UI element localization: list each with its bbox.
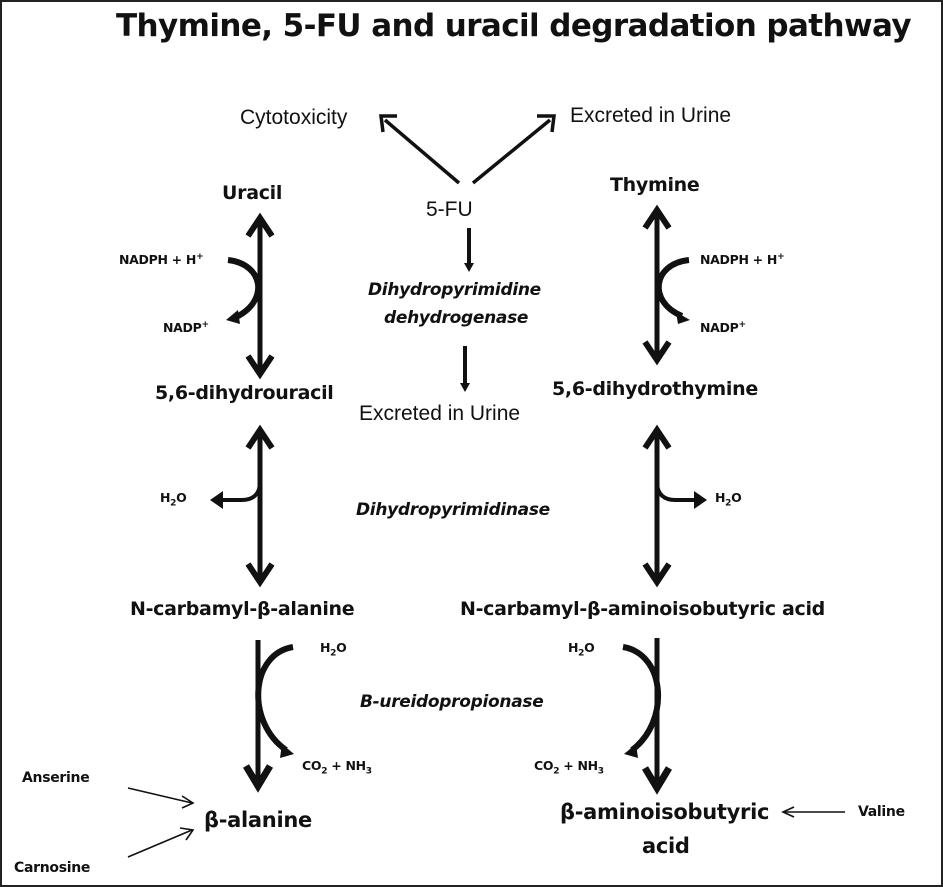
arrow-uracil-dihydrouracil xyxy=(226,212,275,380)
arrow-5fu-down xyxy=(464,228,474,272)
cofactor-text: NADP xyxy=(700,320,739,336)
node-balanine: β-alanine xyxy=(204,808,312,832)
arrow-dihydrothymine-ncarbamyl xyxy=(642,424,707,588)
cofactor-text: NADP xyxy=(163,320,202,336)
enzyme-dihydropyrimidinase: Dihydropyrimidinase xyxy=(356,500,550,520)
formula-part: CO xyxy=(302,758,322,773)
formula-part: H xyxy=(160,490,171,505)
subscript: 2 xyxy=(321,766,328,777)
formula-part: O xyxy=(584,640,595,655)
node-baminoisobutyric-line2: acid xyxy=(642,834,690,858)
formula-part: O xyxy=(336,640,347,655)
arrow-carnosine-to-balanine xyxy=(127,827,195,858)
formula-part: + NH xyxy=(559,758,598,773)
cofactor-text: NADPH + H xyxy=(700,252,778,268)
label-excreted-urine-top: Excreted in Urine xyxy=(570,104,732,127)
cofactor-text: NADPH + H xyxy=(119,252,197,268)
arrow-anserine-to-balanine xyxy=(127,787,195,809)
superscript: + xyxy=(201,320,209,330)
superscript: + xyxy=(738,320,746,330)
formula-part: H xyxy=(715,490,726,505)
node-baminoisobutyric-line1: β-aminoisobutyric xyxy=(560,800,770,824)
cofactor-nadp-uracil: NADP+ xyxy=(163,320,209,335)
node-dihydrouracil: 5,6-dihydrouracil xyxy=(155,382,334,404)
water-thymine-dhp: H2O xyxy=(715,490,742,509)
label-excreted-urine-mid: Excreted in Urine xyxy=(359,402,521,425)
cofactor-nadp-thymine: NADP+ xyxy=(700,320,746,335)
formula-part: O xyxy=(176,490,187,505)
node-ncarbamyl-balanine: N-carbamyl-β-alanine xyxy=(130,598,355,620)
enzyme-dpd-line1: Dihydropyrimidine xyxy=(368,280,541,300)
node-ncarbamyl-baminoisobutyric: N-carbamyl-β-aminoisobutyric acid xyxy=(460,598,825,620)
diagram-title: Thymine, 5-FU and uracil degradation pat… xyxy=(116,8,912,44)
water-uracil-dhp: H2O xyxy=(160,490,187,509)
label-5fu: 5-FU xyxy=(426,198,473,221)
subscript: 2 xyxy=(725,498,732,509)
node-dihydrothymine: 5,6-dihydrothymine xyxy=(552,378,758,400)
arrow-dpd-to-excreted xyxy=(460,346,470,392)
arrow-ncarbamyl-balanine xyxy=(242,640,294,793)
arrow-dihydrouracil-ncarbamyl xyxy=(210,424,275,588)
water-thymine-bup: H2O xyxy=(568,640,595,659)
subscript: 2 xyxy=(578,648,585,659)
arrow-5fu-to-excreted xyxy=(471,114,556,185)
arrow-ncarbamyl-baminoisobutyric xyxy=(622,638,673,795)
water-uracil-bup: H2O xyxy=(320,640,347,659)
cofactor-nadph-thymine: NADPH + H+ xyxy=(700,252,785,268)
formula-part: O xyxy=(731,490,742,505)
input-carnosine: Carnosine xyxy=(14,860,91,876)
products-uracil: CO2 + NH3 xyxy=(302,758,372,777)
arrow-thymine-dihydrothymine xyxy=(642,204,690,366)
formula-part: CO xyxy=(534,758,554,773)
arrow-5fu-to-cytotoxicity xyxy=(379,114,461,185)
formula-part: + NH xyxy=(327,758,366,773)
subscript: 2 xyxy=(553,766,560,777)
superscript: + xyxy=(777,252,785,262)
cofactor-nadph-uracil: NADPH + H+ xyxy=(119,252,204,268)
subscript: 2 xyxy=(170,498,177,509)
node-uracil: Uracil xyxy=(222,182,283,204)
formula-part: H xyxy=(320,640,331,655)
enzyme-b-ureidopropionase: B-ureidopropionase xyxy=(360,692,544,712)
label-cytotoxicity: Cytotoxicity xyxy=(240,106,348,129)
formula-part: H xyxy=(568,640,579,655)
products-thymine: CO2 + NH3 xyxy=(534,758,604,777)
arrow-valine-to-baminoisobutyric xyxy=(781,806,845,818)
input-valine: Valine xyxy=(858,804,905,820)
subscript: 3 xyxy=(597,766,604,777)
enzyme-dpd-line2: dehydrogenase xyxy=(384,308,529,328)
superscript: + xyxy=(196,252,204,262)
subscript: 2 xyxy=(330,648,337,659)
subscript: 3 xyxy=(365,766,372,777)
input-anserine: Anserine xyxy=(22,770,90,786)
node-thymine: Thymine xyxy=(610,174,700,196)
